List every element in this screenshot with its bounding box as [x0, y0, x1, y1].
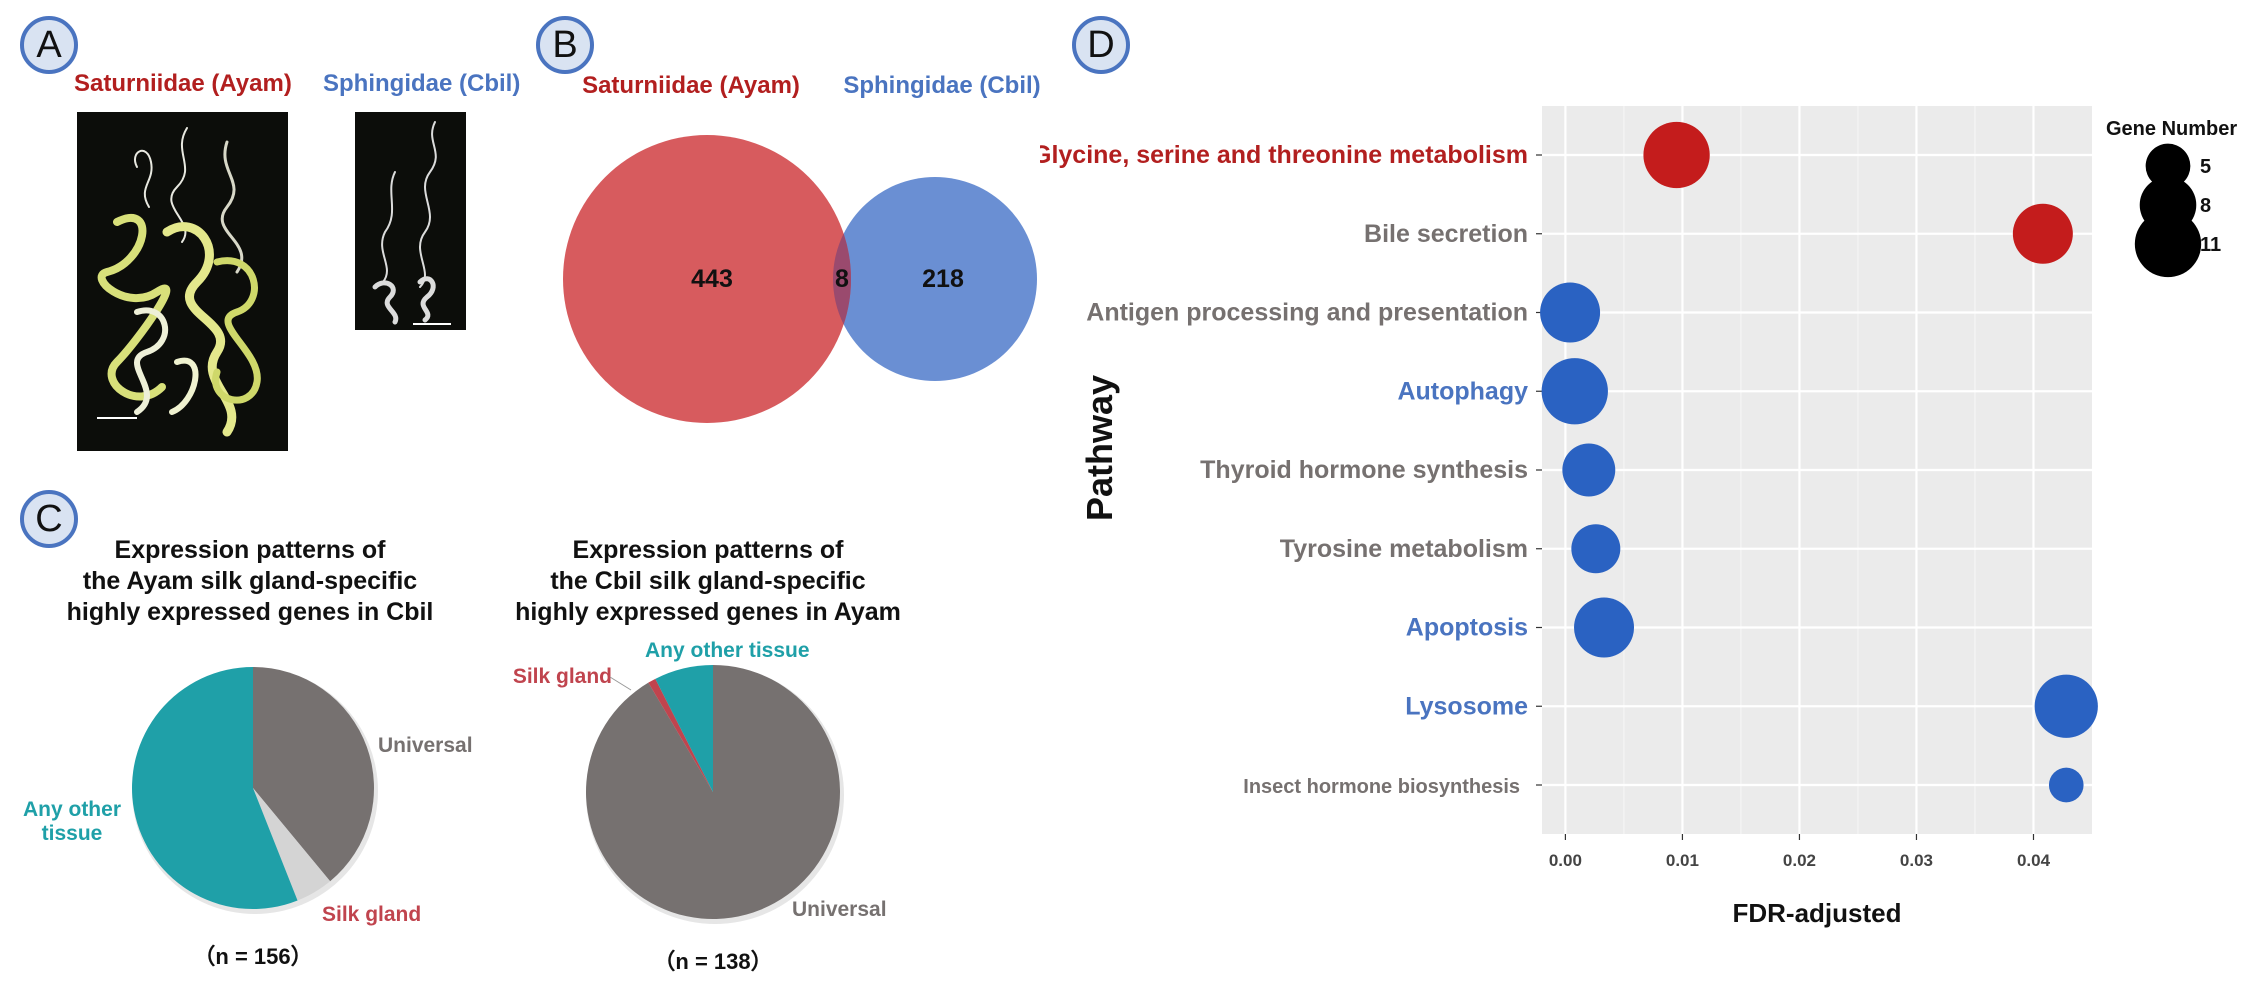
venn-value-cbil: 218: [922, 265, 964, 293]
ayam-silk-gland-photo: [77, 112, 288, 451]
data-point: [1562, 443, 1616, 497]
pie-label-line: Any other tissue: [645, 639, 810, 662]
cbil-silk-gland-photo: [355, 112, 466, 330]
y-tick-label-pathway: Tyrosine metabolism: [1280, 535, 1528, 563]
x-tick-label: 0.01: [1666, 851, 1699, 870]
panel-label-a: A: [20, 16, 78, 74]
x-tick-label: 0.02: [1783, 851, 1816, 870]
pie2-title: Expression patterns of the Cbil silk gla…: [498, 535, 918, 628]
pie-label-line: Silk gland: [513, 665, 612, 688]
venn-circle-cbil: [833, 177, 1037, 381]
legend-size-label: 5: [2200, 156, 2211, 178]
y-tick-label-pathway: Lysosome: [1405, 692, 1528, 720]
y-tick-label-pathway: Apoptosis: [1406, 614, 1528, 642]
y-tick-label-pathway: Bile secretion: [1364, 220, 1528, 248]
x-tick-label: 0.04: [2017, 851, 2051, 870]
data-point: [2012, 203, 2073, 264]
data-point: [1540, 282, 1601, 343]
panel-a-ayam-label: Saturniidae (Ayam): [74, 70, 292, 97]
pie-slice-universal: [253, 667, 374, 882]
panel-label-d: D: [1072, 16, 1130, 74]
data-point: [1571, 524, 1621, 574]
y-tick-label-pathway: Glycine, serine and threonine metabolism: [1040, 141, 1528, 169]
venn-set-label-cbil: Sphingidae (Cbil): [843, 72, 1040, 99]
ayam-silk-gland-drawing: [97, 127, 261, 437]
venn-diagram: Saturniidae (Ayam) Sphingidae (Cbil) 443…: [563, 72, 1041, 423]
y-axis-label: Pathway: [1079, 375, 1120, 521]
pie-leader-line: [609, 676, 632, 691]
pie-label-any-other-tissue: Any other tissue: [645, 639, 810, 662]
x-axis-label: FDR-adjusted: [1733, 898, 1902, 928]
panel-label-b: B: [536, 16, 594, 74]
panel-letter: B: [552, 23, 578, 66]
panel-label-c: C: [20, 490, 78, 548]
data-point: [1574, 597, 1635, 658]
venn-value-overlap: 8: [835, 265, 849, 293]
y-tick-label-pathway: Insect hormone biosynthesis: [1243, 776, 1520, 798]
pie-slice-silk-gland: [648, 678, 713, 792]
venn-overlap: [833, 233, 851, 325]
pie-label-line: Any other: [23, 798, 121, 821]
pie-slice-silk-gland: [253, 788, 331, 901]
cbil-silk-gland-drawing: [372, 121, 451, 325]
venn-value-ayam: 443: [691, 265, 733, 293]
x-tick-label: 0.00: [1549, 851, 1582, 870]
data-point: [2048, 767, 2084, 803]
pie-label-silk-gland: Silk gland: [513, 665, 612, 688]
pie-slice-any-other-tissue: [132, 667, 298, 909]
legend-size-key: [2134, 210, 2202, 278]
data-point: [1643, 121, 1710, 189]
panel-a-cbil-label: Sphingidae (Cbil): [323, 70, 521, 97]
pie-label-universal: Universal: [792, 898, 887, 921]
legend-size-key: [2145, 143, 2191, 189]
pie-label-line: Universal: [792, 898, 887, 921]
pie-label-line: tissue: [42, 822, 103, 845]
pie-n-label: （n = 138）: [653, 949, 772, 974]
pie1-title-line: the Ayam silk gland-specific: [82, 567, 418, 595]
panel-letter: A: [36, 23, 62, 66]
pie-n-label: （n = 156）: [193, 944, 312, 969]
legend-size-label: 8: [2200, 195, 2211, 217]
pie-label-line: Universal: [378, 734, 473, 757]
panel-letter: D: [1087, 23, 1115, 66]
pie1-title-line: highly expressed genes in Cbil: [66, 598, 434, 626]
data-point: [1541, 358, 1608, 425]
pathway-bubble-chart: 0.00 0.01 0.02 0.03 0.04 Glycine, serine and …: [1040, 106, 2237, 928]
pie-label-silk-gland: Silk gland: [322, 903, 421, 926]
pie2-title-line: highly expressed genes in Ayam: [515, 598, 901, 626]
pie-chart-cbil-genes-in-ayam: Universal Silk gland Any other tissue （n = …: [513, 639, 887, 974]
legend-title: Gene Number: [2106, 118, 2237, 140]
pie-slice-any-other-tissue: [655, 665, 713, 792]
pie-label-line: Silk gland: [322, 903, 421, 926]
panel-letter: C: [35, 497, 63, 540]
data-point: [2034, 674, 2098, 738]
legend-size-label: 11: [2200, 234, 2221, 256]
x-tick-label: 0.03: [1900, 851, 1933, 870]
y-tick-label-pathway: Antigen processing and presentation: [1086, 299, 1528, 327]
pie1-title: Expression patterns of the Ayam silk gla…: [40, 535, 460, 628]
venn-circle-ayam: [563, 135, 851, 423]
pie2-title-line: Expression patterns of: [572, 536, 844, 564]
y-tick-label-pathway: Autophagy: [1397, 377, 1528, 405]
pie2-title-line: the Cbil silk gland-specific: [550, 567, 866, 595]
pie1-title-line: Expression patterns of: [114, 536, 386, 564]
pie-label-universal: Universal: [378, 734, 473, 757]
y-tick-label-pathway: Thyroid hormone synthesis: [1200, 456, 1528, 484]
venn-set-label-ayam: Saturniidae (Ayam): [582, 72, 800, 99]
